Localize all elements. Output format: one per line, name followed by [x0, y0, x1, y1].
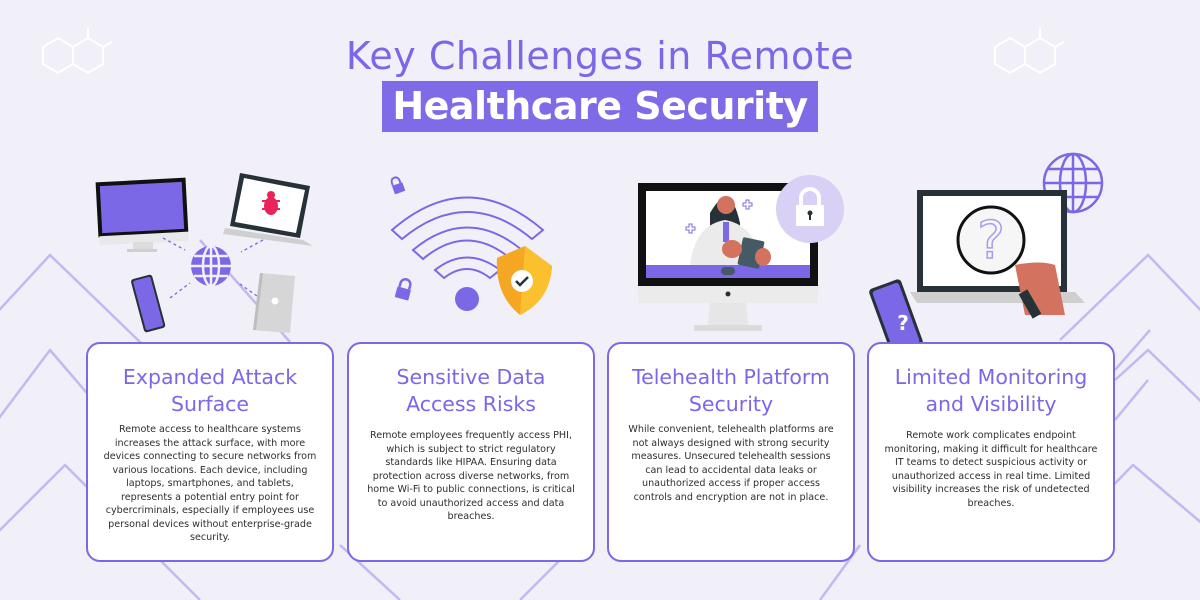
lock-icon-small-bottom [394, 278, 412, 301]
wifi-dot [455, 287, 479, 311]
wifi-shield-illustration [390, 176, 552, 315]
padlock-icon [776, 175, 844, 243]
card-body: Remote access to healthcare systems incr… [103, 424, 317, 543]
molecule-icon-left [42, 27, 113, 75]
bug-icon [262, 191, 280, 215]
molecule-icon-right [994, 27, 1065, 75]
card-expanded-attack-surface: Expanded Attack Surface Remote access to… [86, 342, 334, 562]
magnifying-glass-icon: ? [956, 205, 1065, 319]
page-title-line1: Key Challenges in Remote [345, 34, 855, 78]
card-title: Telehealth Platform Security [632, 365, 830, 416]
globe-icon [191, 244, 231, 288]
svg-text:?: ? [977, 211, 1005, 271]
shield-check-icon [496, 246, 552, 315]
telehealth-illustration [638, 175, 844, 331]
laptop-with-bug-icon [223, 173, 313, 246]
card-title: Expanded Attack Surface [122, 365, 298, 416]
tablet-icon [253, 273, 295, 333]
phone-question-icon: ? [869, 279, 923, 345]
medical-cross-icons [685, 199, 753, 234]
smartphone-icon [131, 274, 166, 333]
devices-network-illustration [95, 173, 313, 333]
card-telehealth-platform-security: Telehealth Platform Security While conve… [607, 342, 855, 562]
desktop-monitor-icon [95, 177, 189, 252]
doctor-figure [690, 196, 771, 269]
card-title: Limited Monitoring and Visibility [894, 365, 1088, 416]
lock-icon-small-top [390, 176, 406, 195]
card-body: While convenient, telehealth platforms a… [628, 424, 834, 503]
monitoring-illustration: ? ? [869, 152, 1104, 345]
page-title-highlight: Healthcare Security [382, 81, 818, 132]
card-body: Remote work complicates endpoint monitor… [884, 430, 1098, 509]
connection-arrows [162, 237, 264, 299]
svg-text:?: ? [897, 311, 909, 335]
card-sensitive-data-access: Sensitive Data Access Risks Remote emplo… [347, 342, 595, 562]
card-body: Remote employees frequently access PHI, … [367, 430, 575, 522]
card-title: Sensitive Data Access Risks [396, 365, 546, 416]
card-limited-monitoring: Limited Monitoring and Visibility Remote… [867, 342, 1115, 562]
